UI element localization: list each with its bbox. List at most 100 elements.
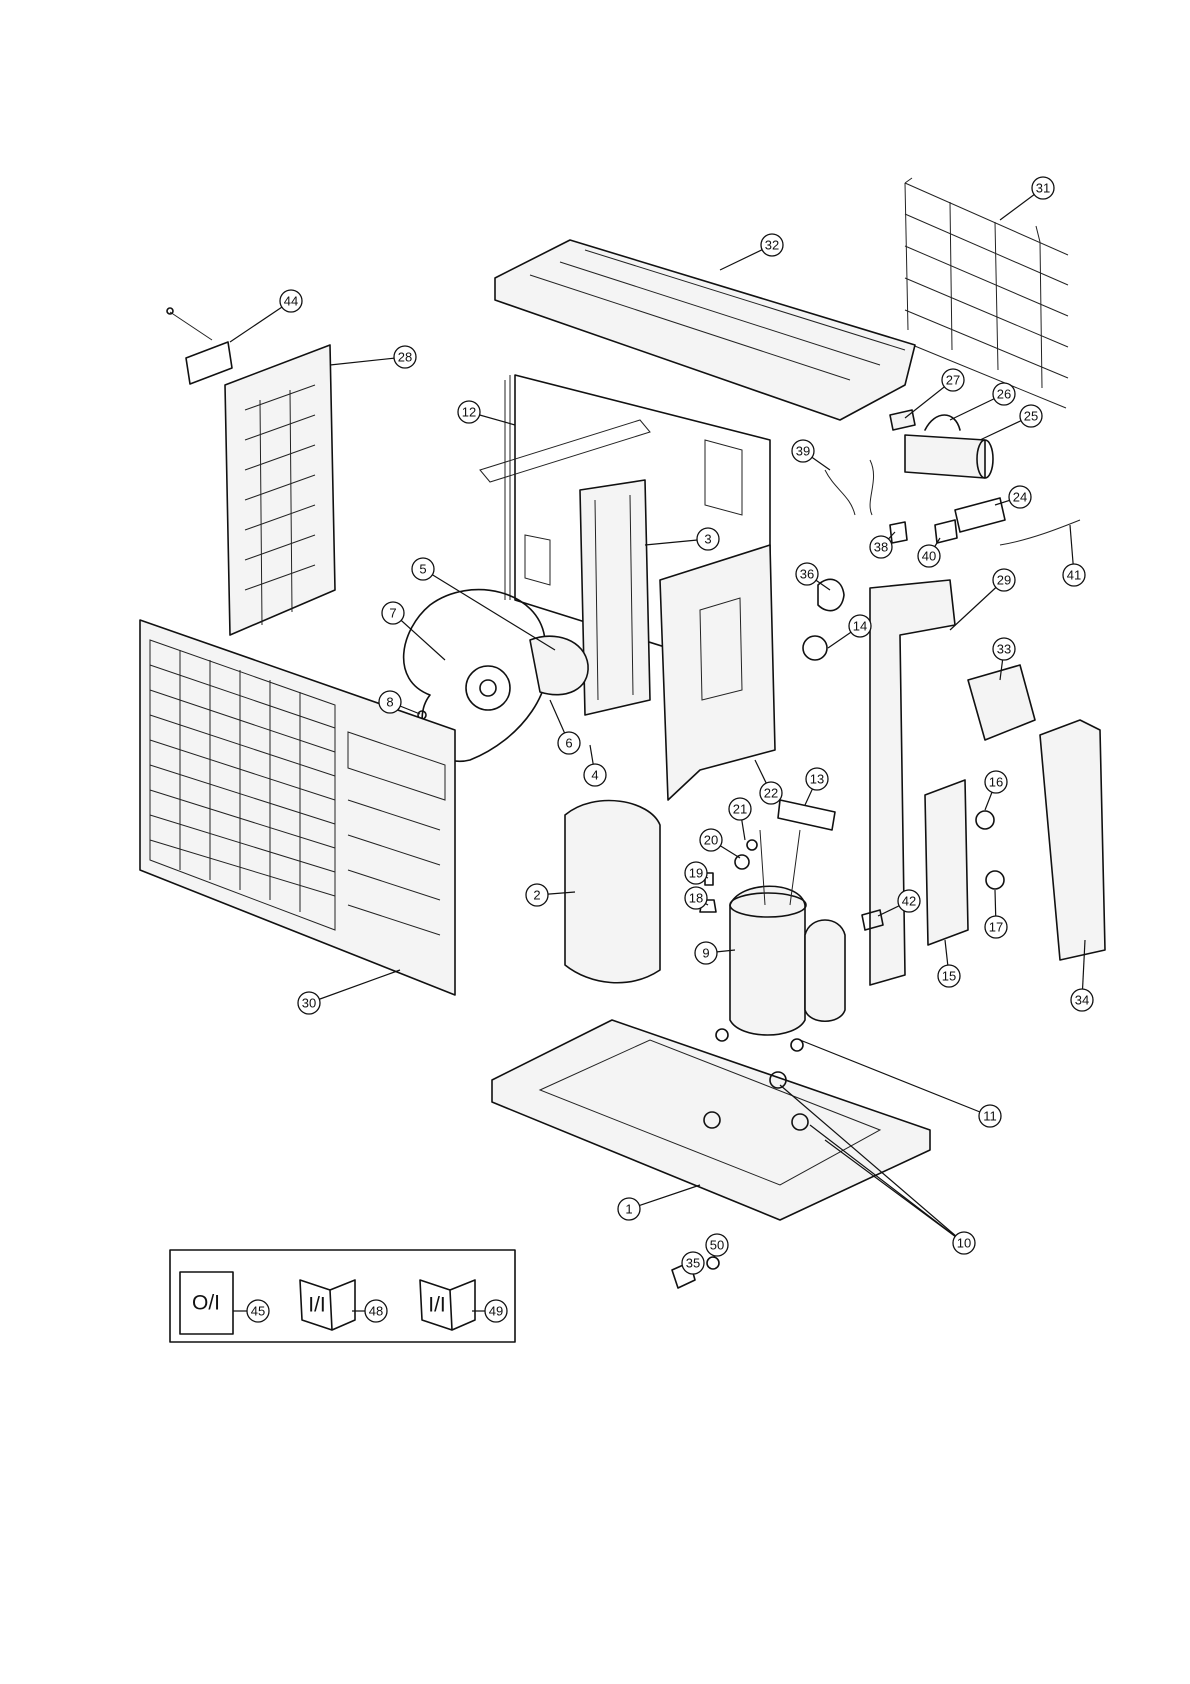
part-number-label: 1 [625,1202,632,1217]
callout-44: 44 [280,290,302,312]
callout-5: 5 [412,558,434,580]
part-number-label: 14 [853,619,867,634]
part-number-label: 26 [997,387,1011,402]
callout-1: 1 [618,1198,640,1220]
callout-45: 45 [247,1300,269,1322]
rear-side-panel [225,345,335,635]
callout-13: 13 [806,768,828,790]
callout-7: 7 [382,602,404,624]
callout-41: 41 [1063,564,1085,586]
base-pan [492,1020,930,1220]
callout-19: 19 [685,862,707,884]
partition-plate [660,545,775,800]
valve-cover [968,665,1035,740]
callout-16: 16 [985,771,1007,793]
callout-24: 24 [1009,486,1031,508]
top-panel [495,240,915,420]
fan-motor [530,636,588,695]
part-number-label: 12 [462,405,476,420]
callout-27: 27 [942,369,964,391]
part-number-label: 33 [997,642,1011,657]
callout-25: 25 [1020,405,1042,427]
part-number-label: 25 [1024,409,1038,424]
small-bracket [167,308,232,384]
connector-block [955,498,1005,532]
part-number-label: 16 [989,775,1003,790]
part-number-label: 36 [800,567,814,582]
doc-label-48: I/I [308,1294,326,1317]
part-number-label: 24 [1013,490,1027,505]
part-number-label: 22 [764,786,778,801]
callout-20: 20 [700,829,722,851]
part-number-label: 48 [369,1304,383,1319]
leader-line-30 [309,970,400,1003]
part-number-label: 41 [1067,568,1081,583]
part-number-label: 42 [902,894,916,909]
part-number-label: 17 [989,920,1003,935]
callout-30: 30 [298,992,320,1014]
part-number-label: 10 [957,1236,971,1251]
callout-8: 8 [379,691,401,713]
part-number-label: 8 [386,695,393,710]
callout-6: 6 [558,732,580,754]
callout-3: 3 [697,528,719,550]
insulation-wrap [565,801,660,983]
part-number-label: 29 [997,573,1011,588]
wire-guard-grille [905,178,1068,408]
callout-28: 28 [394,346,416,368]
part-number-label: 2 [533,888,540,903]
doc-label-45: O/I [192,1292,220,1315]
compressor [730,886,806,1035]
part-number-label: 13 [810,772,824,787]
part-number-label: 11 [983,1109,997,1124]
part-number-label: 38 [874,540,888,555]
motor-mount-bracket [580,480,650,715]
part-number-label: 31 [1036,181,1050,196]
callout-33: 33 [993,638,1015,660]
drain-cap [707,1257,719,1269]
callout-22: 22 [760,782,782,804]
accumulator [805,920,845,1021]
callout-18: 18 [685,887,707,909]
documents-box: O/I I/I I/I [170,1250,515,1342]
callout-12: 12 [458,401,480,423]
callout-14: 14 [849,615,871,637]
part-number-label: 45 [251,1304,265,1319]
side-cover [1040,720,1105,960]
callout-26: 26 [993,383,1015,405]
part-number-label: 49 [489,1304,503,1319]
doc-label-49: I/I [428,1294,446,1317]
part-number-label: 32 [765,238,779,253]
part-number-label: 7 [389,606,396,621]
part-number-label: 4 [591,768,598,783]
callout-50: 50 [706,1234,728,1256]
coil-14 [803,636,827,660]
callout-15: 15 [938,965,960,987]
callout-32: 32 [761,234,783,256]
callout-21: 21 [729,798,751,820]
callout-2: 2 [526,884,548,906]
callout-48: 48 [365,1300,387,1322]
callout-4: 4 [584,764,606,786]
part-number-label: 21 [733,802,747,817]
valve-coil [747,840,757,850]
wiring-harness [825,460,874,515]
part-number-label: 39 [796,444,810,459]
callout-34: 34 [1071,989,1093,1011]
part-number-label: 30 [302,996,316,1011]
callout-17: 17 [985,916,1007,938]
part-number-label: 20 [704,833,718,848]
callout-31: 31 [1032,177,1054,199]
part-number-label: 5 [419,562,426,577]
part-number-label: 50 [710,1238,724,1253]
part-number-label: 34 [1075,993,1089,1008]
expansion-valve [735,855,749,869]
part-number-label: 44 [284,294,298,309]
capacitor [905,435,993,478]
callout-36: 36 [796,563,818,585]
part-number-label: 19 [689,866,703,881]
terminal-38 [890,522,907,543]
callout-39: 39 [792,440,814,462]
part-number-label: 9 [702,946,709,961]
